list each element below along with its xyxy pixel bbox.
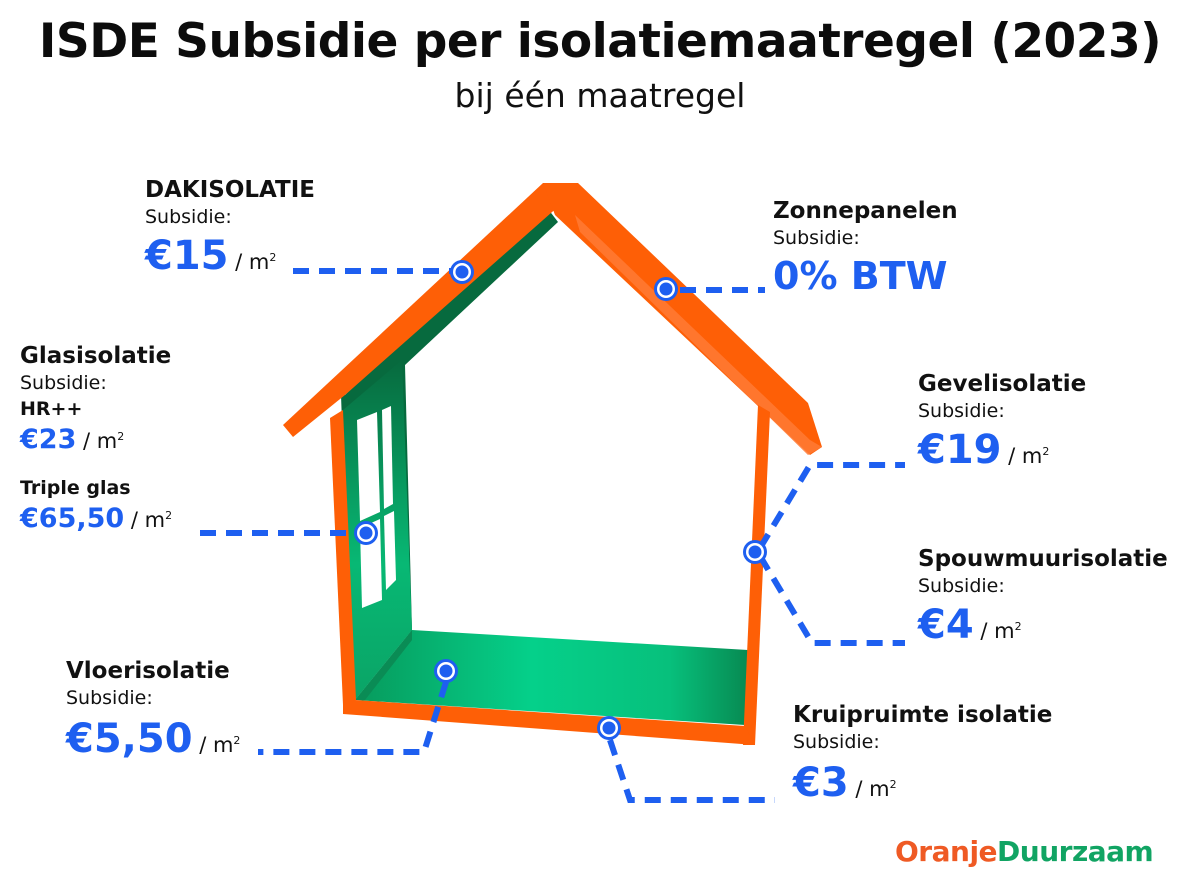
- price-amount: €3: [793, 760, 849, 806]
- brand-logo: OranjeDuurzaam: [895, 835, 1154, 868]
- price-amount: €19: [918, 427, 1002, 473]
- connector-lines: [200, 268, 905, 803]
- label-price: €3 / m2: [793, 763, 1052, 803]
- price-unit: / m2: [228, 250, 277, 274]
- price-amount: €5,50: [66, 716, 193, 762]
- label-vloerisolatie: Vloerisolatie Subsidie: €5,50 / m2: [66, 657, 240, 759]
- hr-price: €23 / m2: [20, 426, 172, 453]
- label-kruipruimte: Kruipruimte isolatie Subsidie: €3 / m2: [793, 701, 1052, 803]
- price-amount: €23: [20, 424, 77, 455]
- label-sub: Subsidie:: [773, 227, 860, 249]
- label-sub: Subsidie:: [20, 372, 107, 394]
- label-name: Spouwmuurisolatie: [918, 546, 1168, 572]
- price-amount: €15: [145, 233, 229, 279]
- price-unit: / m2: [124, 508, 173, 532]
- label-dakisolatie: DAKISOLATIE Subsidie: €15 / m2: [145, 176, 315, 276]
- label-sub: Subsidie:: [145, 206, 232, 228]
- label-price: €4 / m2: [918, 605, 1168, 645]
- marker-glasisolatie: [354, 521, 378, 545]
- price-unit: / m2: [973, 619, 1022, 643]
- price-unit: / m2: [192, 733, 241, 757]
- insulation-green: [341, 205, 748, 725]
- triple-price: €65,50 / m2: [20, 505, 172, 532]
- price-amount: 0% BTW: [773, 254, 948, 298]
- logo-part-oranje: Oranje: [895, 835, 998, 868]
- window-icon: [357, 406, 396, 608]
- label-sub: Subsidie:: [66, 687, 153, 709]
- page-title: ISDE Subsidie per isolatiemaatregel (202…: [38, 14, 1162, 69]
- hr-label: HR++: [20, 398, 83, 420]
- label-sub: Subsidie:: [793, 731, 880, 753]
- price-unit: / m2: [76, 429, 125, 453]
- label-price: 0% BTW: [773, 257, 958, 295]
- label-name: Zonnepanelen: [773, 198, 958, 224]
- label-gevelisolatie: Gevelisolatie Subsidie: €19 / m2: [918, 370, 1086, 470]
- price-amount: €65,50: [20, 503, 125, 534]
- price-unit: / m2: [1001, 444, 1050, 468]
- price-unit: / m2: [848, 777, 897, 801]
- house-frame: [283, 183, 822, 745]
- marker-gevel-spouw: [743, 540, 767, 564]
- price-amount: €4: [918, 602, 974, 648]
- label-name: Vloerisolatie: [66, 658, 230, 684]
- label-sub: Subsidie:: [918, 400, 1005, 422]
- label-sub: Subsidie:: [918, 575, 1005, 597]
- logo-part-duurzaam: Duurzaam: [997, 835, 1154, 868]
- triple-label: Triple glas: [20, 477, 131, 499]
- marker-zonnepanelen: [654, 277, 678, 301]
- label-zonnepanelen: Zonnepanelen Subsidie: 0% BTW: [773, 197, 958, 295]
- markers: [354, 260, 767, 740]
- label-name: Kruipruimte isolatie: [793, 702, 1053, 728]
- label-glasisolatie: Glasisolatie Subsidie: HR++ €23 / m2 Tri…: [20, 342, 172, 532]
- marker-kruipruimte: [597, 716, 621, 740]
- label-price: €5,50 / m2: [66, 719, 240, 759]
- marker-vloerisolatie: [434, 659, 458, 683]
- label-name: DAKISOLATIE: [145, 177, 316, 203]
- label-name: Gevelisolatie: [918, 371, 1087, 397]
- marker-dakisolatie: [450, 260, 474, 284]
- label-price: €19 / m2: [918, 430, 1086, 470]
- label-price: €15 / m2: [145, 236, 315, 276]
- label-name: Glasisolatie: [20, 343, 172, 369]
- label-spouwmuurisolatie: Spouwmuurisolatie Subsidie: €4 / m2: [918, 545, 1168, 645]
- page-subtitle: bij één maatregel: [454, 76, 746, 115]
